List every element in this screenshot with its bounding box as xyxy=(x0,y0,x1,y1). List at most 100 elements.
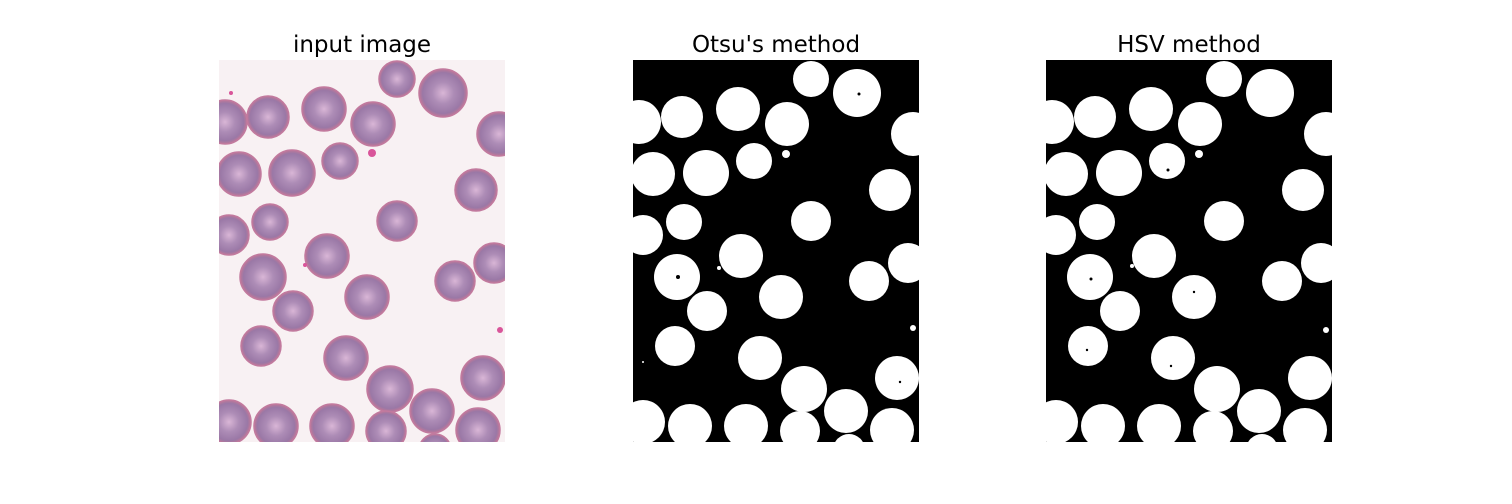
mask-speck xyxy=(782,150,790,158)
cell-blob xyxy=(366,365,414,413)
mask-hole xyxy=(1166,168,1170,172)
cell-blob xyxy=(301,86,347,132)
mask-speck xyxy=(1323,327,1329,333)
cell-blob xyxy=(738,336,782,380)
cell-blob xyxy=(409,388,455,434)
mask-speck xyxy=(1195,150,1203,158)
cell-blob xyxy=(1068,326,1108,366)
cell-blob xyxy=(1304,112,1332,156)
cell-blob xyxy=(219,399,252,442)
mask-hole xyxy=(857,92,861,96)
cell-blob xyxy=(219,151,262,197)
platelet-dot xyxy=(229,91,233,95)
otsu-binary-mask xyxy=(633,60,919,442)
cell-blob xyxy=(849,261,889,301)
hsv-title: HSV method xyxy=(1117,32,1261,58)
mask-hole xyxy=(898,380,902,384)
cell-blob xyxy=(661,96,703,138)
cell-blob xyxy=(1096,150,1142,196)
cell-blob xyxy=(473,242,505,284)
blood-smear-photo xyxy=(219,60,505,442)
cell-blob xyxy=(687,291,727,331)
cell-blob xyxy=(1262,261,1302,301)
cell-blob xyxy=(1193,411,1233,442)
cell-blob xyxy=(1151,336,1195,380)
cell-blob xyxy=(1067,254,1113,300)
cell-blob xyxy=(268,149,316,197)
cell-blob xyxy=(781,366,827,412)
cell-blob xyxy=(1248,434,1276,442)
mask-speck xyxy=(717,266,721,270)
cell-blob xyxy=(253,403,299,442)
mask-hole xyxy=(1192,290,1196,294)
platelet-dot xyxy=(368,149,376,157)
cell-blob xyxy=(323,335,369,381)
cell-blob xyxy=(251,203,289,241)
cell-blob xyxy=(1046,100,1074,144)
hsv-binary-mask xyxy=(1046,60,1332,442)
cell-blob xyxy=(272,290,314,332)
cell-blob xyxy=(304,233,350,279)
otsu-image xyxy=(633,60,919,442)
cell-blob xyxy=(1301,243,1332,283)
cell-blob xyxy=(835,434,863,442)
cell-blob xyxy=(759,275,803,319)
cell-blob xyxy=(454,168,498,212)
cell-blob xyxy=(824,389,868,433)
cell-blob xyxy=(1288,356,1332,400)
mask-hole xyxy=(1169,364,1173,368)
otsu-title: Otsu's method xyxy=(691,32,861,58)
cell-blob xyxy=(1129,87,1173,131)
mask-hole xyxy=(1085,348,1089,352)
cell-blob xyxy=(833,69,881,117)
cell-blob xyxy=(1046,400,1078,442)
cell-blob xyxy=(476,111,505,157)
mask-speck xyxy=(1094,210,1098,214)
cell-blob xyxy=(683,150,729,196)
cell-blob xyxy=(1204,201,1244,241)
platelet-dot xyxy=(497,327,503,333)
input-image xyxy=(219,60,505,442)
cell-blob xyxy=(655,326,695,366)
cell-blob xyxy=(1283,408,1327,442)
cell-blob xyxy=(1046,152,1088,196)
mask-hole xyxy=(1089,277,1093,281)
hsv-panel: HSV method xyxy=(1046,30,1332,442)
platelet-dot xyxy=(303,263,307,267)
cell-blob xyxy=(418,68,468,118)
cell-blob xyxy=(633,100,661,144)
cell-blob xyxy=(633,215,663,255)
cell-blob xyxy=(1137,404,1181,442)
cell-blob xyxy=(870,408,914,442)
cell-blob xyxy=(793,61,829,97)
cell-blob xyxy=(791,201,831,241)
cell-blob xyxy=(736,143,772,179)
cell-blob xyxy=(309,403,355,442)
input-image-title: input image xyxy=(292,32,432,58)
cell-blob xyxy=(420,433,450,442)
cell-blob xyxy=(875,356,919,400)
cell-blob xyxy=(378,60,416,98)
cell-blob xyxy=(1081,404,1125,442)
mask-speck xyxy=(1130,264,1134,268)
cell-blob xyxy=(1194,366,1240,412)
cell-blob xyxy=(365,410,407,442)
cell-blob xyxy=(1149,143,1185,179)
hsv-image xyxy=(1046,60,1332,442)
cell-blob xyxy=(633,152,675,196)
cell-blob xyxy=(376,200,418,242)
cell-blob xyxy=(765,102,809,146)
cell-blob xyxy=(240,325,282,367)
cell-blob xyxy=(1046,215,1076,255)
cell-blob xyxy=(1172,275,1216,319)
cell-blob xyxy=(434,260,476,302)
cell-blob xyxy=(350,101,396,147)
cell-blob xyxy=(869,169,911,211)
cell-blob xyxy=(1178,102,1222,146)
cell-blob xyxy=(1237,389,1281,433)
cell-blob xyxy=(455,407,501,442)
cell-blob xyxy=(1246,69,1294,117)
cell-blob xyxy=(1206,61,1242,97)
mask-speck xyxy=(910,325,916,331)
cell-blob xyxy=(780,411,820,442)
